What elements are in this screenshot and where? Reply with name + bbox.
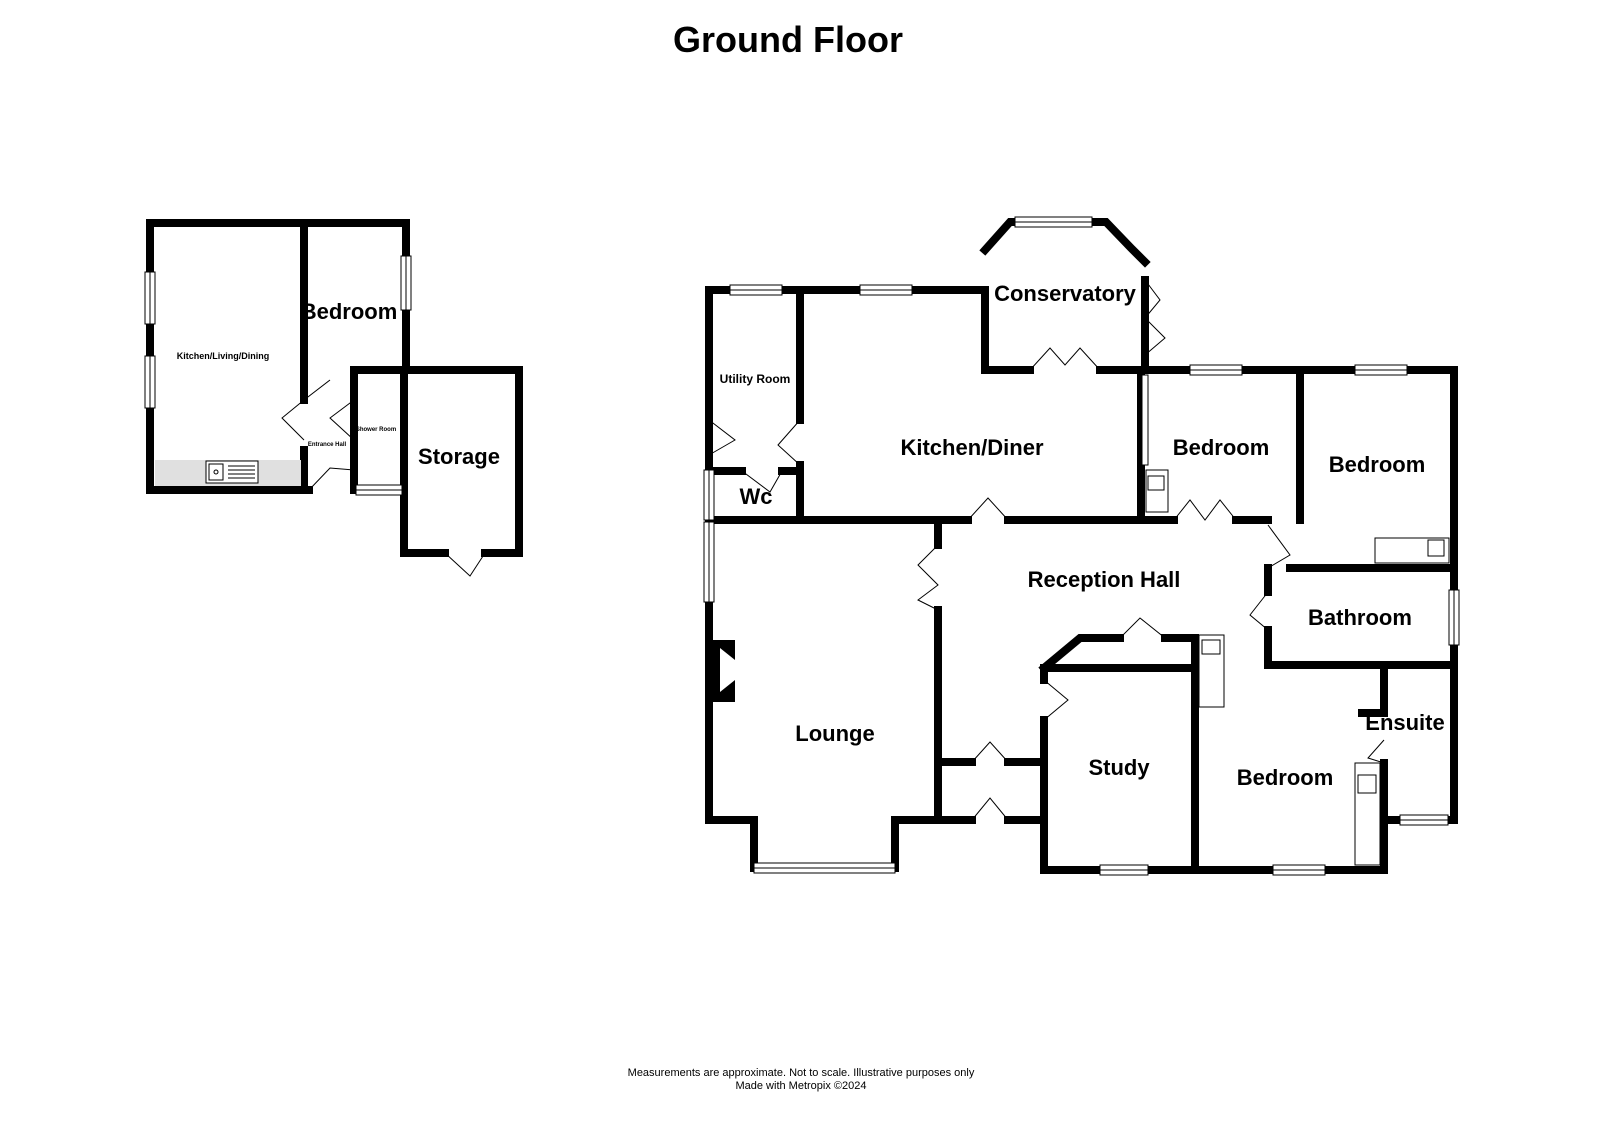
room-label-bedroom-3: Bedroom (1237, 765, 1334, 790)
boiler-icon (1201, 639, 1221, 655)
room-label-bedroom-1: Bedroom (1173, 435, 1270, 460)
west-wall (705, 286, 758, 824)
conservatory-bay-right (1088, 218, 1151, 268)
door-swing (1267, 524, 1291, 569)
room-label-conservatory: Conservatory (994, 281, 1137, 306)
room-label-kitchen-living-dining: Kitchen/Living/Dining (177, 351, 270, 361)
boiler-icon (1147, 475, 1165, 491)
door-swing (329, 399, 355, 441)
room-label-kitchen-diner: Kitchen/Diner (900, 435, 1043, 460)
conservatory-wall (981, 286, 1034, 374)
door-swing (971, 797, 1009, 821)
door-swing (444, 552, 486, 577)
boiler-icon (1427, 539, 1445, 557)
window (1141, 374, 1149, 466)
bedroom3-south-wall (1191, 816, 1458, 874)
door-swing (1173, 499, 1237, 521)
door-swing (281, 379, 331, 441)
room-label-shower-room: Shower Room (356, 427, 396, 433)
study-wall (1040, 634, 1199, 874)
metropix-credit: Made with Metropix ©2024 (735, 1080, 866, 1092)
main-house: Utility Room Wc Kitchen/Diner Conservato… (703, 216, 1460, 876)
annex-building: Kitchen/Living/Dining Bedroom Entrance H… (144, 219, 523, 577)
room-label-bedroom-2: Bedroom (1329, 452, 1426, 477)
room-label-wc: Wc (740, 484, 773, 509)
door-swing (1119, 617, 1166, 639)
room-label-storage: Storage (418, 444, 500, 469)
boiler-icon (1357, 774, 1377, 794)
door-swing (308, 467, 355, 491)
room-label-lounge: Lounge (795, 721, 874, 746)
door-swing (1043, 679, 1069, 721)
door-swing (971, 741, 1009, 763)
room-label-annex-bedroom: Bedroom (301, 299, 398, 324)
floor-title: Ground Floor (673, 19, 903, 60)
disclaimer-text: Measurements are approximate. Not to sca… (628, 1067, 975, 1079)
room-label-reception-hall: Reception Hall (1028, 567, 1181, 592)
door-swing (1144, 279, 1166, 356)
room-label-utility-room: Utility Room (720, 372, 791, 386)
door-swing (741, 470, 783, 493)
conservatory-bay (979, 218, 1019, 256)
hall-alcove (1038, 634, 1124, 674)
door-swing (777, 419, 801, 466)
door-swing (1249, 591, 1269, 631)
door-swing (708, 419, 736, 456)
room-label-bathroom: Bathroom (1308, 605, 1412, 630)
door-swing (917, 544, 939, 611)
room-label-ensuite: Ensuite (1365, 710, 1444, 735)
shower-room-wall (350, 366, 410, 494)
north-east-wall (1137, 366, 1458, 824)
room-label-study: Study (1088, 755, 1150, 780)
door-swing (967, 497, 1009, 521)
door-swing (1029, 347, 1101, 371)
storage-wall (400, 366, 523, 557)
room-label-entrance-hall: Entrance Hall (308, 442, 347, 448)
door-swing (1367, 739, 1385, 764)
